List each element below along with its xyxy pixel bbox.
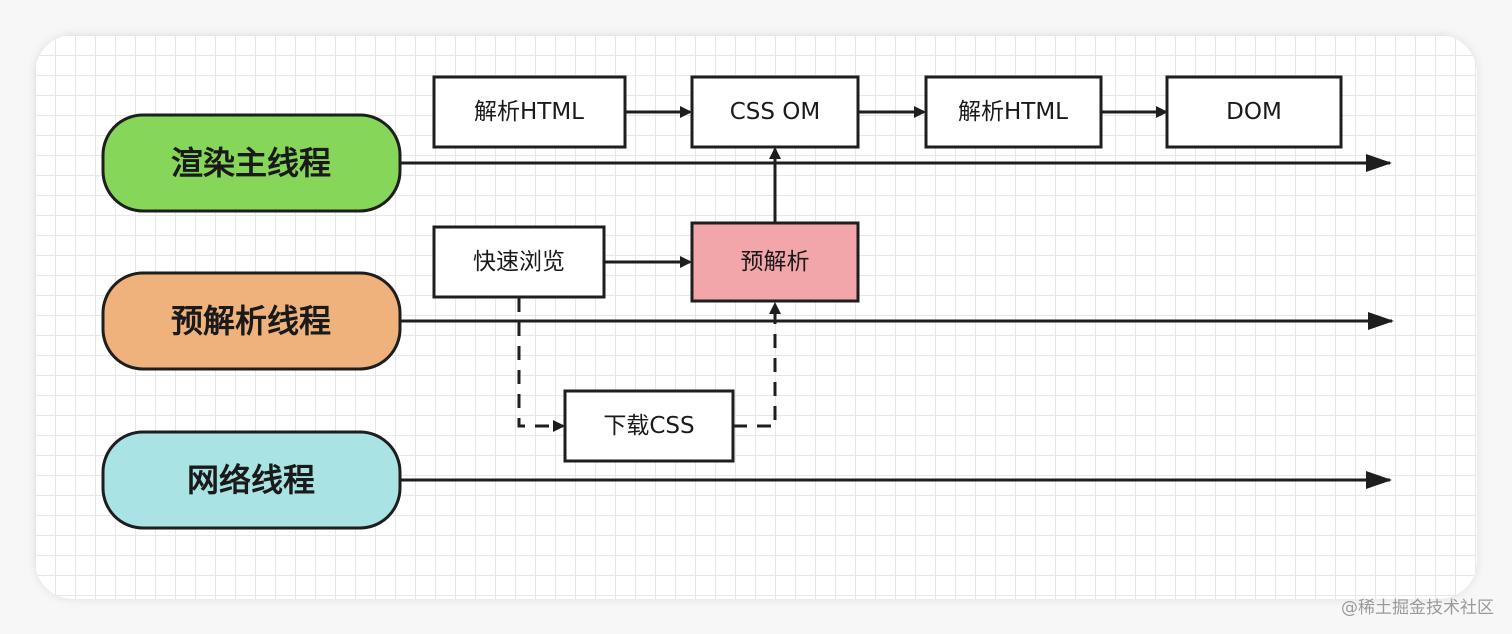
node-preparse-label: 预解析 (741, 249, 810, 275)
lane-preparse-label: 预解析线程 (171, 302, 331, 340)
node-preparse: 预解析 (690, 221, 860, 303)
node-quick-browse: 快速浏览 (432, 225, 606, 299)
dashed-arrow-download-css-to-preparse (733, 302, 781, 428)
node-css-om: CSS OM (690, 75, 860, 149)
node-download-css: 下载CSS (563, 389, 735, 463)
node-download-css-label: 下载CSS (603, 413, 694, 439)
node-parse-html-1-label: 解析HTML (474, 99, 584, 125)
node-parse-html-2-label: 解析HTML (958, 99, 1068, 125)
node-dom: DOM (1165, 75, 1343, 149)
node-css-om-label: CSS OM (730, 99, 821, 125)
node-quick-browse-label: 快速浏览 (473, 249, 565, 275)
lane-preparse: 预解析线程 (101, 271, 402, 371)
node-parse-html-2: 解析HTML (924, 75, 1103, 149)
node-parse-html-1: 解析HTML (432, 75, 627, 149)
watermark-text: @稀土掘金技术社区 (1341, 598, 1494, 618)
lane-render: 渲染主线程 (101, 113, 402, 213)
dashed-arrow-quick-browse-to-download-css (517, 298, 565, 432)
lane-network: 网络线程 (101, 430, 402, 530)
lane-network-label: 网络线程 (187, 461, 315, 499)
node-dom-label: DOM (1226, 99, 1282, 125)
lane-render-label: 渲染主线程 (171, 144, 331, 182)
